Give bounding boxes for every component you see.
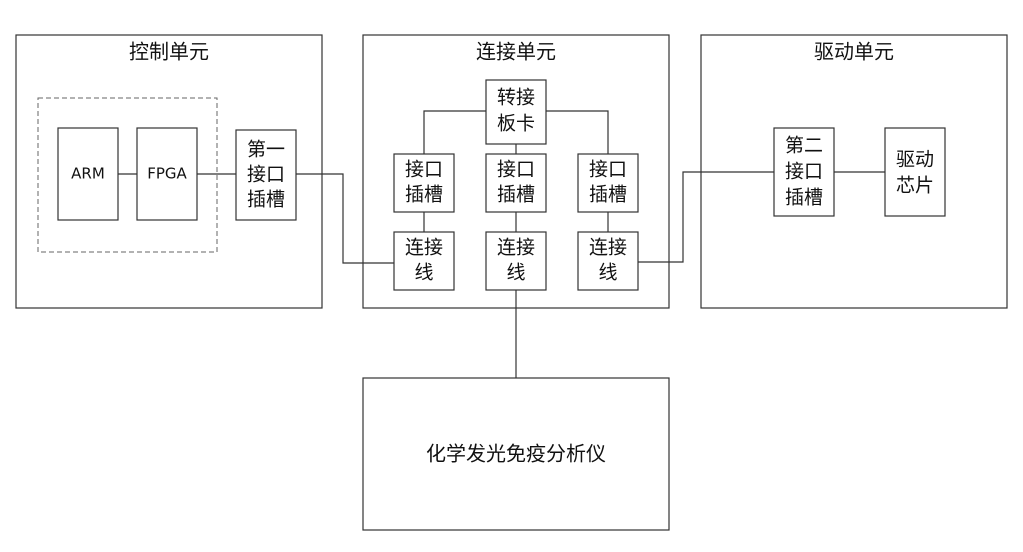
interface-slot-box-middle [485, 153, 547, 213]
first-slot-line-3: 插槽 [247, 189, 285, 211]
cable-middle-line-2: 线 [506, 262, 525, 284]
interface-slot-box-left [393, 153, 455, 213]
cable-left-line-1: 连接 [405, 237, 443, 259]
wire-adapter-branch [423, 110, 486, 154]
wire-slot1-to-left-cable [296, 173, 394, 264]
wire-right-cable-to-slot2 [638, 171, 774, 263]
cable-right-line-1: 连接 [589, 237, 627, 259]
connection-unit-title: 连接单元 [476, 40, 556, 64]
wire-adapter-branch-right [546, 110, 609, 154]
cable-middle-line-1: 连接 [497, 237, 535, 259]
adapter-line-2: 板卡 [497, 113, 535, 135]
analyzer-box [362, 377, 670, 531]
second-slot-line-1: 第二 [785, 135, 823, 157]
first-interface-slot-box [235, 129, 297, 221]
adapter-line-1: 转接 [497, 87, 535, 109]
drive-chip-line-1: 驱动 [896, 149, 934, 171]
analyzer-label: 化学发光免疫分析仪 [426, 442, 606, 466]
connecting-cable-box-right [577, 231, 639, 291]
interface-slot-left-line-2: 插槽 [405, 184, 443, 206]
interface-slot-right-line-2: 插槽 [589, 184, 627, 206]
processor-group-dashed [37, 97, 218, 253]
cable-right-line-2: 线 [598, 262, 617, 284]
interface-slot-middle-line-2: 插槽 [497, 184, 535, 206]
control-unit-title: 控制单元 [129, 40, 209, 64]
adapter-board-box [485, 79, 547, 145]
second-slot-line-2: 接口 [785, 161, 823, 183]
connecting-cable-box-left [393, 231, 455, 291]
cable-left-line-2: 线 [414, 262, 433, 284]
interface-slot-middle-line-1: 接口 [497, 159, 535, 181]
arm-label: ARM [71, 165, 105, 183]
drive-chip-line-2: 芯片 [896, 175, 934, 197]
second-interface-slot-box [773, 127, 835, 217]
fpga-label: FPGA [147, 165, 187, 183]
first-slot-line-1: 第一 [247, 139, 285, 161]
interface-slot-left-line-1: 接口 [405, 159, 443, 181]
first-slot-line-2: 接口 [247, 164, 285, 186]
interface-slot-box-right [577, 153, 639, 213]
drive-unit-title: 驱动单元 [814, 40, 894, 64]
interface-slot-right-line-1: 接口 [589, 159, 627, 181]
connecting-cable-box-middle [485, 231, 547, 291]
drive-chip-box [884, 127, 946, 217]
second-slot-line-3: 插槽 [785, 187, 823, 209]
